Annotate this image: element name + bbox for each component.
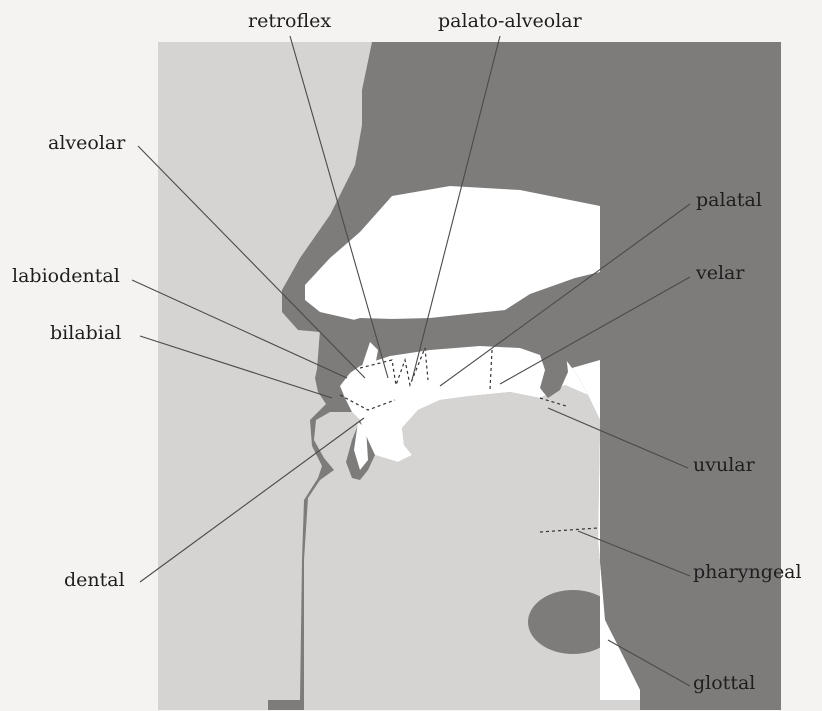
- label-retroflex: retroflex: [248, 12, 331, 31]
- label-labiodental: labiodental: [12, 267, 120, 286]
- label-palato-alveolar: palato-alveolar: [438, 12, 582, 31]
- label-pharyngeal: pharyngeal: [693, 563, 802, 582]
- label-alveolar: alveolar: [48, 134, 125, 153]
- label-uvular: uvular: [693, 456, 755, 475]
- label-palatal: palatal: [696, 191, 762, 210]
- label-velar: velar: [696, 264, 744, 283]
- label-bilabial: bilabial: [50, 324, 121, 343]
- label-dental: dental: [64, 571, 125, 590]
- label-glottal: glottal: [693, 674, 755, 693]
